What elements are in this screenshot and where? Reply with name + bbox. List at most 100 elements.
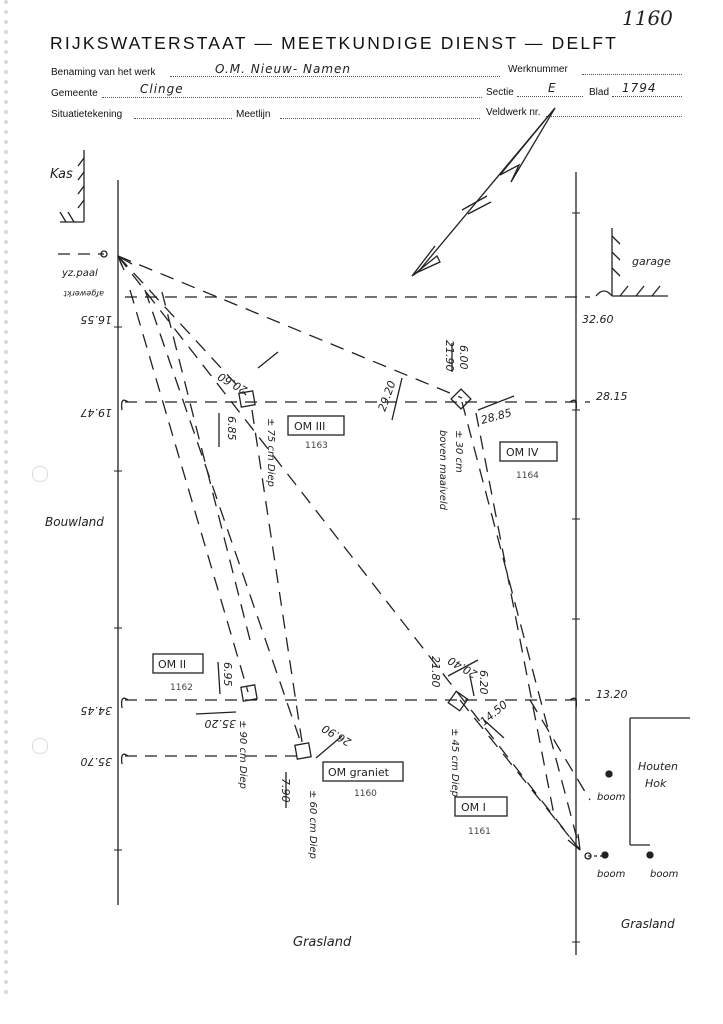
om1-marker (447, 690, 469, 712)
diag-om1-boom (459, 699, 581, 851)
label-grasland-2: Grasland (621, 917, 675, 931)
meas-20-60: 20.60 (216, 370, 250, 397)
label-afgewerkt: afgewerkt (63, 289, 104, 298)
benaming-line (170, 76, 500, 77)
om4-depth-2: boven maaiveld (437, 430, 448, 511)
meas-6-85: 6.85 (225, 416, 238, 441)
meas-20-40: 20.40 (446, 654, 480, 681)
omg-ref: 1160 (354, 789, 377, 799)
om2-depth: ± 90 cm Diep (237, 720, 248, 789)
meas-13-20: 13.20 (596, 688, 628, 701)
om4-ref: 1164 (516, 471, 539, 481)
label-boom-3: boom (650, 869, 679, 880)
meetlijn-label: Meetlijn (236, 109, 271, 120)
om3-ref: 1163 (305, 441, 328, 451)
om4-marker (450, 388, 472, 410)
punch-hole-top (32, 466, 48, 482)
meas-6-20: 6.20 (477, 670, 490, 695)
tree-icon (605, 770, 613, 778)
diag-paal-om4 (117, 255, 463, 399)
om4-label-box (499, 441, 558, 462)
meas-26-90: 26.90 (320, 722, 354, 749)
meas-35-70: 35.70 (81, 755, 113, 768)
label-garage: garage (632, 255, 671, 268)
benaming-value: O.M. Nieuw- Namen (215, 62, 352, 76)
diag-paal-omg (144, 289, 303, 747)
meas-14-50: 14.50 (478, 698, 510, 728)
meas-6-00: 6.00 (457, 345, 470, 370)
diag-om1-right (529, 699, 591, 801)
label-hok: Hok (645, 777, 667, 790)
label-grasland-1: Grasland (293, 935, 352, 950)
tree-icon (646, 851, 654, 859)
om2-label: OM II (158, 658, 186, 671)
diag-paal-om1 (117, 255, 581, 851)
diag-paal-om3 (117, 255, 247, 396)
meas-7-90: 7.90 (279, 778, 292, 803)
meas-19-47: 19.47 (81, 406, 113, 419)
situatie-label: Situatietekening (51, 109, 123, 120)
gemeente-label: Gemeente (51, 88, 98, 99)
meas-21-90: 21.90 (443, 340, 456, 372)
tree-icon (601, 851, 609, 859)
bottom-arrow-icon (567, 833, 581, 851)
sectie-value: E (548, 81, 557, 95)
om2-ref: 1162 (170, 683, 193, 693)
meas-28-85: 28.85 (479, 406, 513, 427)
meas-28-15: 28.15 (596, 390, 628, 403)
werknummer-line (582, 74, 682, 75)
om1-ref: 1161 (468, 827, 491, 837)
blad-line (612, 96, 682, 97)
meas-32-60: 32.60 (582, 313, 614, 326)
houten-hok-structure (629, 717, 690, 846)
meas-35-20: 35.20 (205, 717, 237, 730)
om3-marker (238, 390, 256, 408)
meas-34-45: 34.45 (81, 704, 113, 717)
diag-paal-omg-2 (161, 291, 251, 641)
omg-marker (294, 742, 312, 760)
meas-16-55: 16.55 (81, 313, 113, 326)
werknummer-label: Werknummer (508, 64, 568, 75)
om4-label: OM IV (506, 446, 539, 459)
om2-label-box (152, 653, 204, 674)
om2-marker (240, 684, 258, 702)
label-kas: Kas (50, 167, 73, 182)
perforation-strip (2, 0, 12, 1024)
label-houten: Houten (638, 760, 678, 773)
gemeente-line (102, 97, 482, 98)
diag-paal-om2 (129, 289, 249, 693)
om3-label-box (287, 415, 345, 436)
blad-value: 1794 (622, 81, 657, 95)
pole-arrow-icon (117, 255, 133, 271)
meetlijn-line (280, 118, 480, 119)
diag-om4-right (475, 412, 556, 821)
kas-structure (59, 150, 85, 223)
blad-label: Blad (589, 87, 610, 98)
situatie-line (134, 118, 232, 119)
punch-hole-bottom (32, 738, 48, 754)
gemeente-value: Clinge (140, 82, 184, 96)
omg-label-box (322, 761, 404, 782)
om4-depth-1: ± 30 cm (453, 430, 464, 473)
label-yz-paal: yz.paal (61, 268, 98, 279)
veldwerk-label: Veldwerk nr. (486, 107, 541, 118)
sheet-number: 1160 (622, 6, 673, 30)
diag-om4-om1 (461, 401, 581, 851)
label-boom-1: boom (597, 792, 626, 803)
benaming-label: Benaming van het werk (51, 67, 156, 78)
garage-structure (595, 228, 668, 297)
meas-21-80: 21.80 (429, 656, 442, 688)
om1-depth: ± 45 cm Diep (449, 728, 460, 797)
om1-label: OM I (461, 801, 486, 814)
north-arrow-icon (411, 107, 556, 277)
sectie-label: Sectie (486, 87, 514, 98)
header-title: RIJKSWATERSTAAT — MEETKUNDIGE DIENST — D… (50, 33, 619, 53)
veldwerk-line (546, 116, 682, 117)
om3-depth: ± 75 cm Diep (265, 418, 276, 487)
label-boom-2: boom (597, 869, 626, 880)
omg-label: OM graniet (328, 766, 390, 779)
sectie-line (517, 96, 583, 97)
om1-label-box (454, 796, 508, 817)
